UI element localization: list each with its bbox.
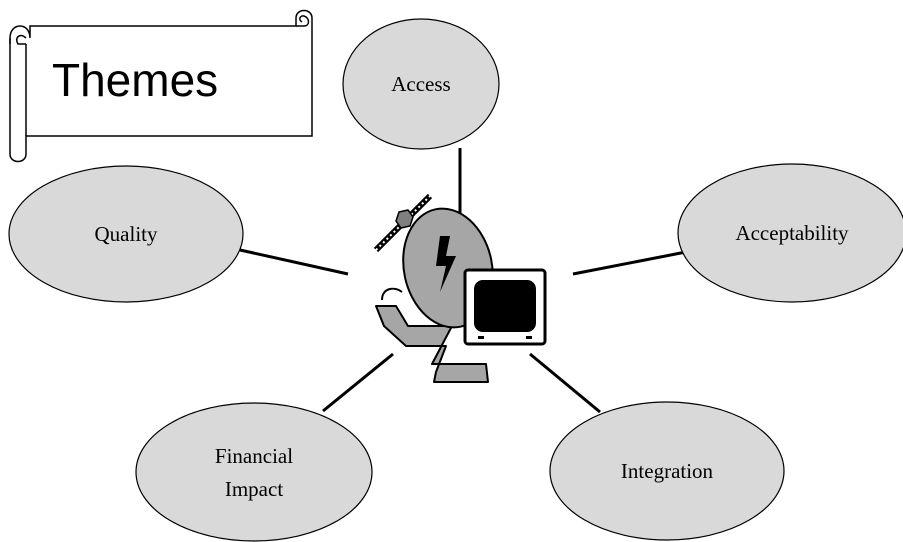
node-integration-label: Integration <box>621 459 714 483</box>
node-quality-label: Quality <box>95 222 158 246</box>
node-financial-impact: Financial Impact <box>135 402 373 542</box>
node-financial-impact-label-line2: Impact <box>225 477 283 501</box>
lightning-bolt-icon <box>436 236 456 292</box>
scroll-curl-top <box>296 15 310 27</box>
dish-arm-icon <box>381 287 403 301</box>
connector-financial-impact <box>322 352 394 413</box>
connector-acceptability <box>572 250 687 276</box>
computer-monitor-icon <box>463 268 547 346</box>
satellite-icon <box>373 193 433 253</box>
node-acceptability-ellipse <box>677 163 903 303</box>
node-access-label: Access <box>391 72 450 96</box>
node-integration: Integration <box>549 401 785 541</box>
node-quality: Quality <box>8 165 244 303</box>
connector-quality <box>239 248 349 276</box>
node-access: Access <box>342 18 500 150</box>
scroll-curl-left <box>9 34 27 45</box>
node-access-ellipse <box>342 18 500 150</box>
node-acceptability-label: Acceptability <box>735 221 849 245</box>
telemedicine-icon <box>373 193 547 383</box>
node-quality-ellipse <box>8 165 244 303</box>
page-title: Themes <box>52 54 218 106</box>
node-financial-impact-ellipse <box>135 402 373 542</box>
node-integration-ellipse <box>549 401 785 541</box>
connector-lines <box>239 148 687 414</box>
title-banner: Themes <box>9 9 313 163</box>
dish-stand-icon <box>375 305 489 383</box>
connector-integration <box>529 352 601 414</box>
node-acceptability: Acceptability <box>677 163 903 303</box>
node-financial-impact-label-line1: Financial <box>215 444 293 468</box>
scroll-shape <box>9 9 313 163</box>
